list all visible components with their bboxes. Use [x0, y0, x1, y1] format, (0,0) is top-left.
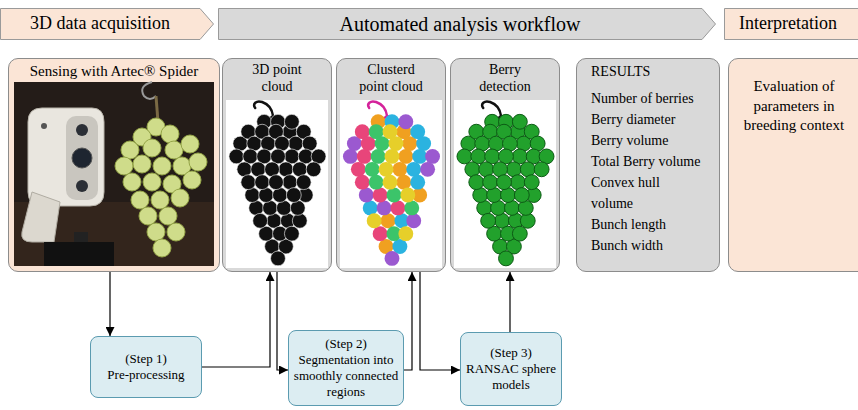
scanner-body [28, 108, 104, 206]
chevron-outline [1, 9, 214, 40]
grape [167, 223, 185, 241]
scanner-lens [76, 180, 88, 192]
node-text: Berry diameter [591, 109, 713, 130]
grape [161, 125, 179, 143]
node-title: Berry detection [469, 62, 541, 96]
grape [133, 155, 151, 173]
scanner-photo [14, 82, 214, 266]
grape [181, 135, 199, 153]
header-chevron: Automated analysis workflow [218, 8, 716, 40]
scanner-base [44, 242, 114, 266]
node-title: Evaluation of parameters in breeding con… [735, 77, 853, 136]
scanner-handle [22, 192, 60, 242]
flow-arrow [420, 272, 460, 370]
photo-background [14, 82, 214, 266]
grape [143, 173, 161, 191]
node-title: RESULTS [591, 61, 713, 82]
node-title: Interpretation [739, 13, 837, 35]
flow-arrow [277, 272, 288, 370]
node-title: (Step 1) [125, 351, 167, 367]
node-title: Sensing with Artec® Spider [9, 59, 219, 80]
node-title: (Step 2) [325, 336, 367, 352]
clustered-cloud-figure [343, 101, 440, 265]
results-panel: RESULTS Number of berriesBerry diameterBe… [576, 58, 720, 272]
node-text: Segmentation into smoothly connected reg… [293, 352, 399, 400]
grape [121, 141, 139, 159]
cluster-segment [343, 114, 440, 265]
cluster-segment [365, 124, 419, 241]
grape [151, 191, 169, 209]
node-text: Total Berry volume [591, 151, 713, 172]
flow-arrow [509, 272, 510, 332]
node-text: Berry volume [591, 130, 713, 151]
grape [123, 173, 141, 191]
node-text: RANSAC sphere models [465, 361, 557, 393]
node-title: 3D data acquisition [30, 13, 170, 35]
step-box: (Step 1)Pre-processing [90, 336, 202, 398]
step-box: (Step 2)Segmentation into smoothly conne… [288, 330, 404, 406]
grape [143, 139, 161, 157]
grape [165, 141, 183, 159]
image-frame [226, 100, 328, 268]
chevron-outline [219, 9, 716, 40]
node-text: Bunch length [591, 214, 713, 235]
flow-arrow [109, 272, 110, 336]
grape [153, 157, 171, 175]
grape [153, 239, 171, 257]
node-text: Convex hull volume [591, 172, 681, 214]
scanner-lens [72, 148, 92, 168]
grape [139, 207, 157, 225]
node-text: Bunch width [591, 235, 713, 256]
flow-arrow [404, 272, 412, 370]
hook [142, 82, 156, 99]
image-frame [340, 100, 442, 268]
point-cloud-figure [229, 101, 326, 265]
grape [115, 157, 133, 175]
node-text: Pre-processing [107, 367, 184, 383]
scanner-light [41, 123, 47, 129]
grape-berries [115, 118, 207, 257]
header-chevron: 3D data acquisition [0, 8, 214, 40]
grape [171, 189, 189, 207]
image-frame [454, 100, 556, 268]
node-title: Automated analysis workflow [339, 12, 580, 36]
grape-bunch-photo [115, 82, 207, 257]
grape [159, 207, 177, 225]
chevron-outline [725, 9, 858, 40]
node-title: (Step 3) [490, 345, 532, 361]
node-title: 3D point cloud [241, 62, 313, 96]
berry-points [229, 114, 326, 265]
grape [147, 223, 165, 241]
scanner-lens [76, 124, 88, 136]
cluster-segment [367, 124, 416, 241]
grape [183, 171, 201, 189]
interpretation-panel: Evaluation of parameters in breeding con… [728, 58, 858, 272]
berry-spheres [457, 114, 554, 265]
grape [131, 191, 149, 209]
header-chevron: Interpretation [724, 8, 858, 40]
scanner-face [66, 116, 98, 200]
step-box: (Step 3)RANSAC sphere models [460, 332, 562, 406]
berry-detection-figure [457, 101, 554, 265]
grape [189, 153, 207, 171]
node-title: Clusterd point cloud [355, 62, 427, 96]
node-text: Number of berries [591, 88, 713, 109]
flow-arrow [202, 272, 270, 367]
